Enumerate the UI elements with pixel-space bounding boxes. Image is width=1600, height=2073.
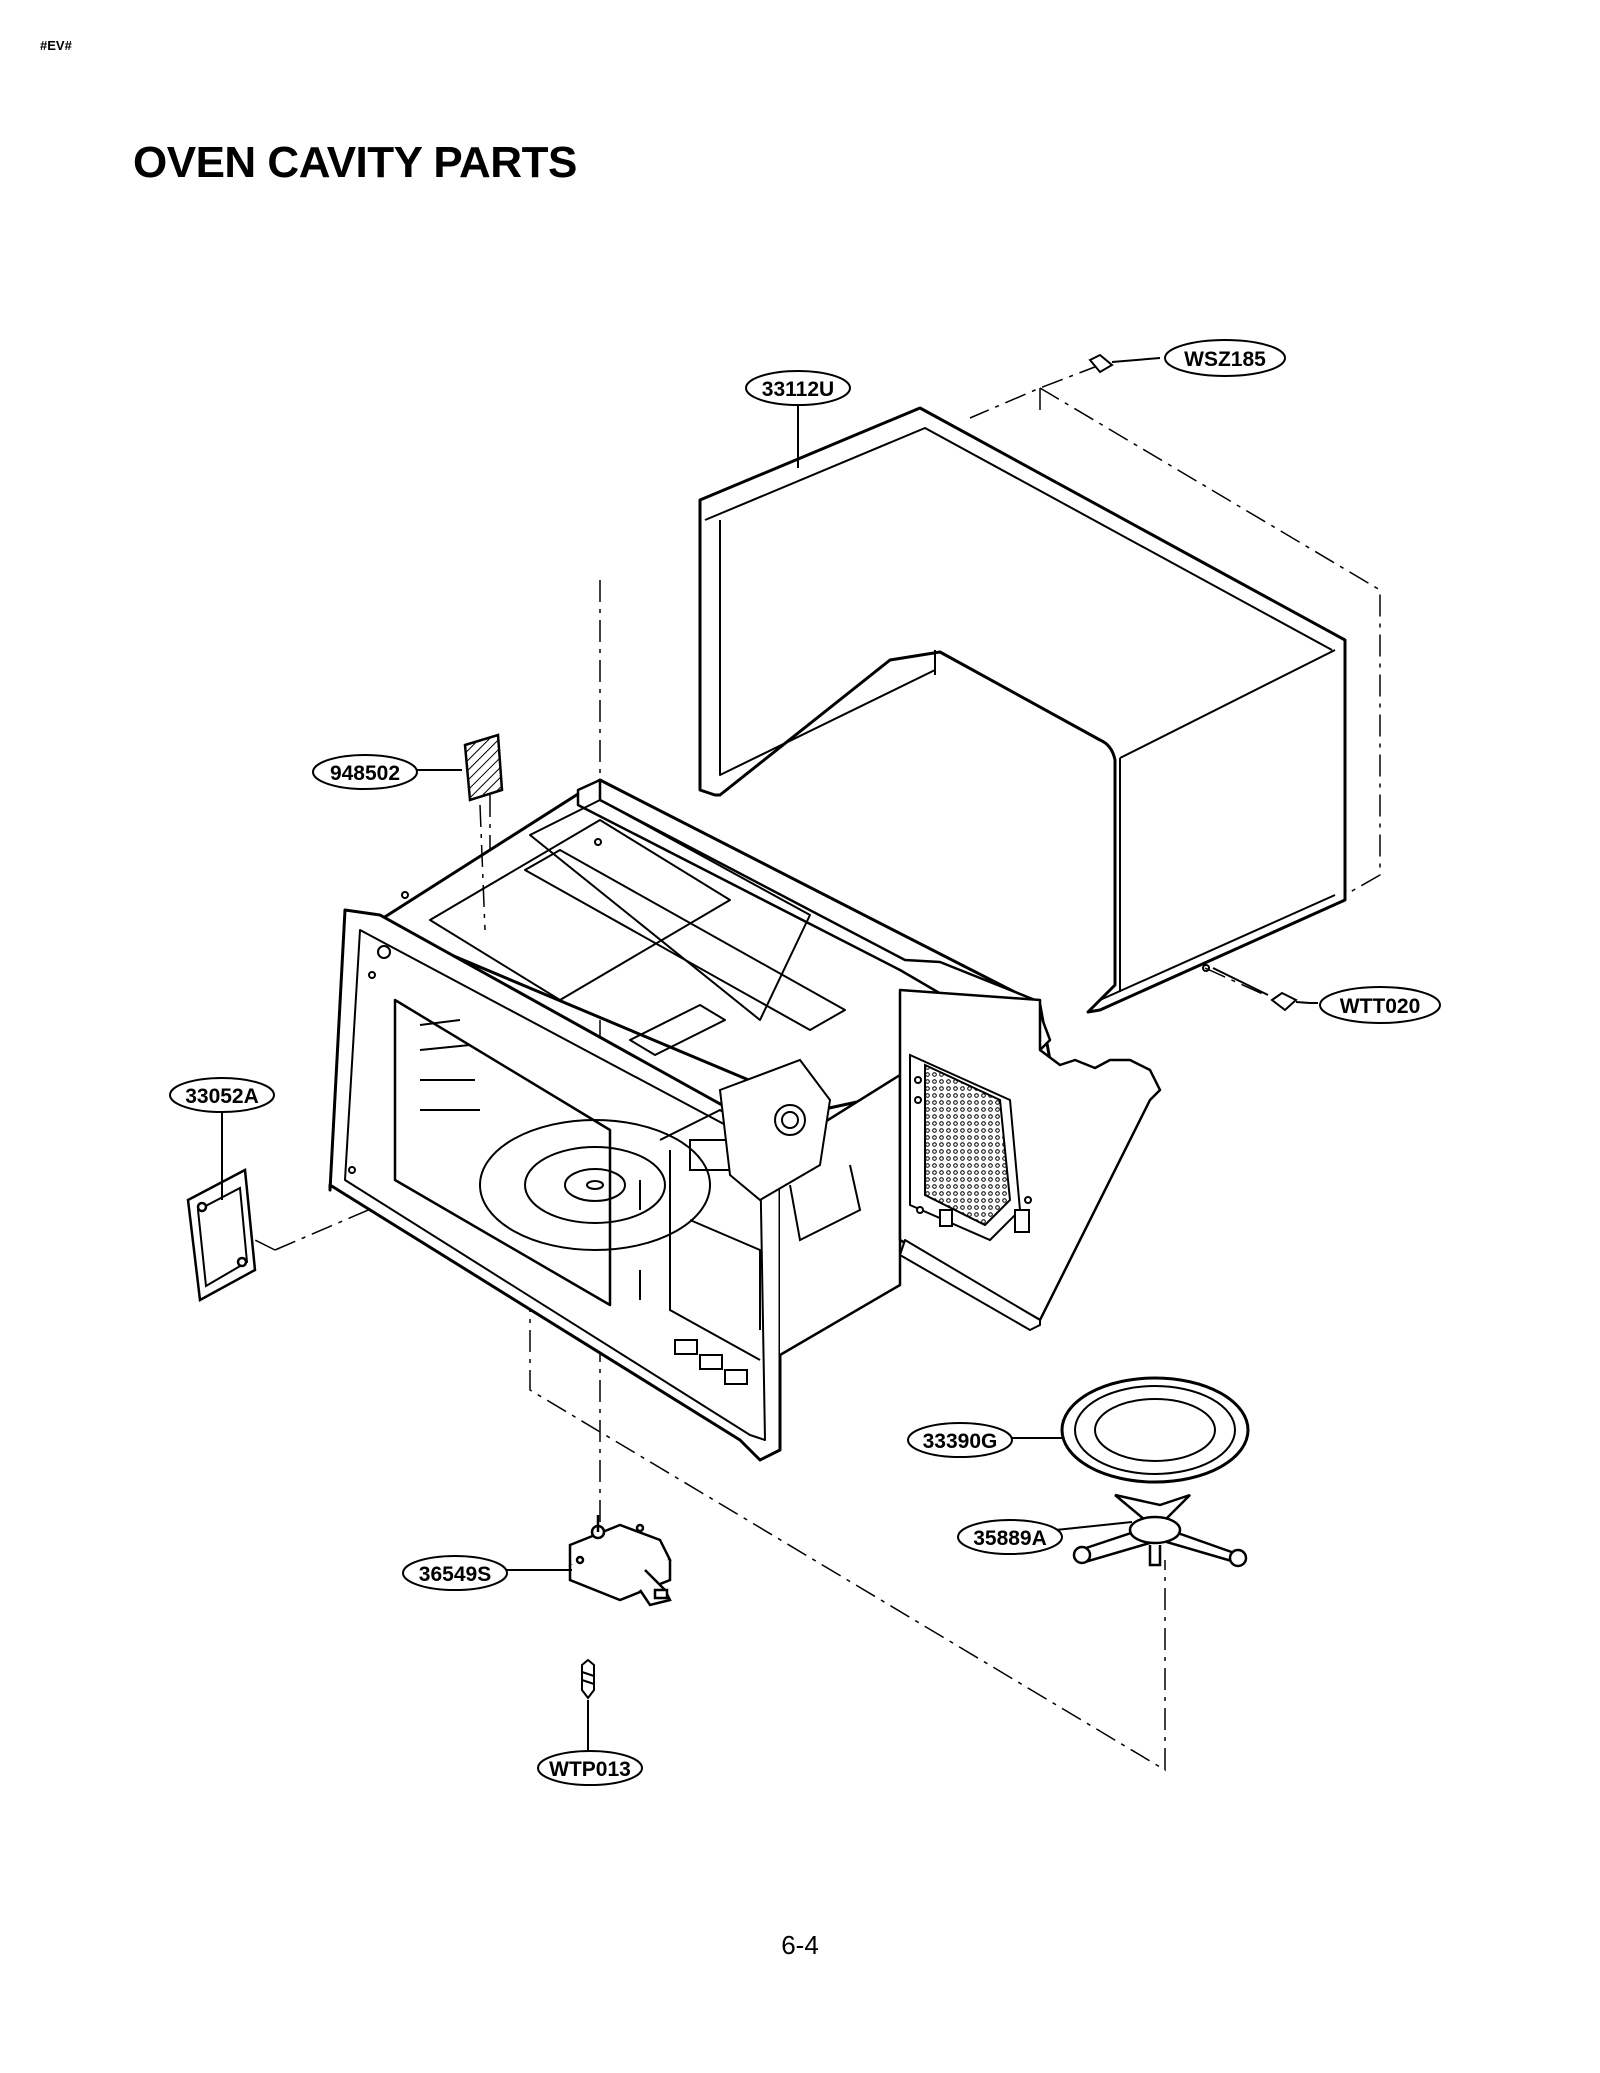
- callout-wtt020: WTT020: [1319, 986, 1441, 1024]
- page-title: OVEN CAVITY PARTS: [133, 138, 577, 187]
- waveguide-cover-part: [186, 1168, 257, 1302]
- outer-cabinet-part: [698, 406, 1347, 1014]
- callout-35889a-text: 35889A: [973, 1527, 1047, 1550]
- callout-33052a: 33052A: [169, 1077, 275, 1113]
- callout-wsz185-text: WSZ185: [1184, 348, 1266, 371]
- callout-wsz185: WSZ185: [1164, 339, 1286, 377]
- hatched-cover-part: [463, 733, 504, 931]
- oven-cavity-assembly: [328, 778, 1162, 1462]
- callout-36549s: 36549S: [402, 1555, 508, 1591]
- document-code: #EV#: [40, 38, 72, 53]
- leader-lines: [221, 405, 1318, 1571]
- screw-wtt020: [1270, 991, 1311, 1012]
- callout-36549s-text: 36549S: [419, 1563, 491, 1586]
- callout-33052a-text: 33052A: [185, 1085, 259, 1108]
- callout-948502-text: 948502: [330, 762, 400, 785]
- callout-33390g: 33390G: [907, 1422, 1013, 1458]
- callout-wtp013-text: WTP013: [549, 1758, 631, 1781]
- screw-wsz185: [1088, 353, 1161, 374]
- callout-wtt020-text: WTT020: [1340, 995, 1421, 1018]
- page-number: 6-4: [781, 1930, 819, 1960]
- roller-ring-part: [1072, 1493, 1248, 1568]
- vent-grille: [909, 1053, 1022, 1242]
- callout-33390g-text: 33390G: [923, 1430, 998, 1453]
- callout-948502: 948502: [312, 754, 418, 790]
- screw-wtp013: [581, 1658, 595, 1750]
- turntable-motor-part: [568, 1515, 672, 1607]
- callout-wtp013: WTP013: [537, 1750, 643, 1786]
- glass-tray-part: [1060, 1376, 1250, 1484]
- side-frame-holes: [914, 1076, 1032, 1233]
- callout-33112u-text: 33112U: [762, 378, 834, 401]
- cavity-interior: [348, 838, 862, 1385]
- callout-35889a: 35889A: [957, 1519, 1063, 1555]
- callout-33112u: 33112U: [745, 370, 851, 406]
